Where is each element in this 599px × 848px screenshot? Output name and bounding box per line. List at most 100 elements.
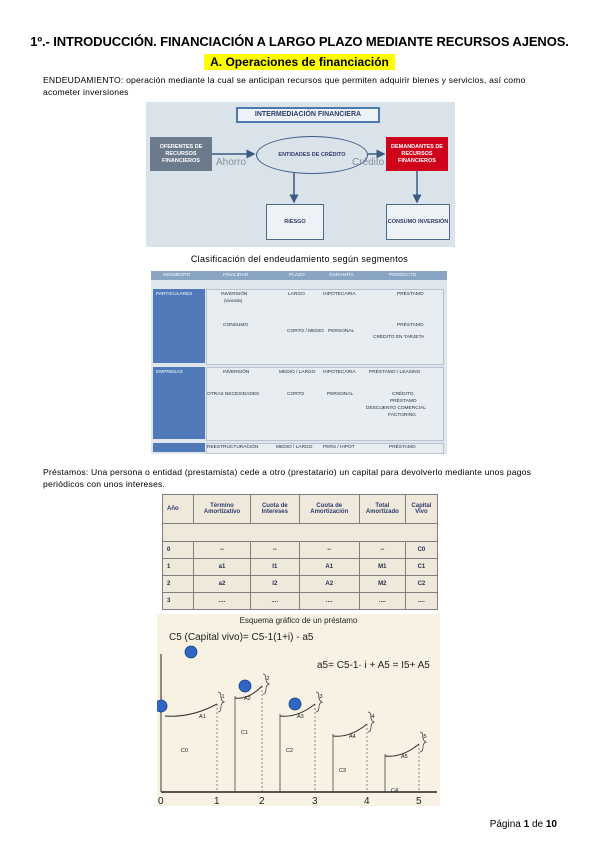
capital-label: C0	[181, 748, 188, 754]
table-row: 3....................	[162, 592, 439, 610]
empresas-panel	[206, 367, 444, 441]
r2-producto-2: CRÉDITO EN TARJETA	[373, 335, 425, 340]
intro-term: ENDEUDAMIENTO:	[43, 75, 124, 85]
x-tick-label: 0	[158, 796, 164, 806]
r4-producto-3: DESCUENTO COMERCIAL	[366, 406, 426, 411]
cell: M2	[358, 575, 406, 593]
intro-paragraph: ENDEUDAMIENTO: operación mediante la cua…	[43, 74, 563, 98]
cell: I1	[249, 558, 300, 576]
r4-producto-2: PRÉSTAMO	[390, 399, 417, 404]
r2-plazo: CORTO / MEDIO	[287, 329, 324, 334]
payment-circle	[288, 697, 302, 711]
segment-table-header: SEGMENTO FINALIDAD PLAZO GARANTÍA PRODUC…	[151, 271, 447, 280]
oferentes-box: OFERENTES DE RECURSOS FINANCIEROS	[150, 137, 212, 171]
segment-particulares: PARTICULARES	[153, 289, 205, 363]
cell: --	[249, 541, 300, 559]
interest-brace	[419, 731, 428, 753]
intermediation-diagram: INTERMEDIACIÓN FINANCIERA OFERENTES DE R…	[146, 102, 455, 247]
cell: A1	[298, 558, 360, 576]
prestamos-term: Préstamos:	[43, 467, 89, 477]
reestructuracion-panel	[206, 443, 444, 454]
footer-page: 1	[523, 819, 530, 830]
header-finalidad: FINALIDAD	[223, 273, 249, 278]
header-plazo: PLAZO	[289, 273, 305, 278]
interest-label: I3	[318, 694, 323, 700]
section-heading-wrap: A. Operaciones de financiación	[0, 53, 599, 71]
amortization-label: A5	[401, 754, 408, 760]
header-amortizacion: Cuota de Amortización	[298, 494, 360, 524]
x-tick-label: 2	[259, 796, 265, 806]
header-termino: Término Amortizativo	[193, 494, 251, 524]
amortization-header-row: Año Término Amortizativo Cuota de Intere…	[162, 494, 439, 524]
intro-text: operación mediante la cual se anticipan …	[43, 75, 526, 97]
entidades-ellipse: ENTIDADES DE CRÉDITO	[256, 136, 368, 174]
r2-finalidad: CONSUMO	[223, 323, 249, 328]
segment-caption: Clasificación del endeudamiento según se…	[190, 254, 409, 264]
r1-finalidad: INVERSIÓN	[221, 292, 248, 297]
interest-curve	[384, 743, 420, 757]
capital-label: C2	[286, 748, 293, 754]
header-garantia: GARANTÍA	[329, 273, 354, 278]
footer-total: 10	[545, 819, 557, 830]
prestamos-text: Una persona o entidad (prestamista) cede…	[43, 467, 532, 489]
r5-producto: PRÉSTAMO	[389, 445, 416, 450]
r3-finalidad: INVERSIÓN	[223, 370, 250, 375]
x-tick-label: 1	[214, 796, 220, 806]
r4-producto: CRÉDITO	[392, 392, 414, 397]
ahorro-label: Ahorro	[216, 157, 247, 168]
credito-label: Crédito	[352, 157, 385, 168]
loan-formula-1: C5 (Capital vivo)= C5-1(1+i) - a5	[169, 632, 314, 643]
section-heading: A. Operaciones de financiación	[204, 54, 395, 70]
footer-mid: de	[529, 819, 546, 830]
r3-plazo: MEDIO / LARGO	[279, 370, 316, 375]
consumo-box: CONSUMO INVERSIÓN	[386, 204, 450, 240]
capital-label: C1	[241, 730, 248, 736]
x-tick-label: 5	[416, 796, 422, 806]
demandantes-box: DEMANDANTES DE RECURSOS FINANCIEROS	[386, 137, 448, 171]
r4-garantia: PERSONAL	[327, 392, 354, 397]
r4-finalidad: OTRAS NECESIDADES	[207, 392, 260, 397]
header-ano: Año	[162, 494, 194, 524]
segment-reestructuracion	[153, 443, 205, 452]
interest-brace	[315, 691, 324, 713]
r5-plazo: MEDIO / LARGO	[276, 445, 313, 450]
table-row	[162, 523, 438, 542]
amortization-label: A2	[244, 696, 251, 702]
amortization-label: A1	[199, 714, 206, 720]
r1-garantia: HIPOTECARIA	[323, 292, 356, 297]
interest-curve	[164, 703, 218, 717]
header-segmento: SEGMENTO	[163, 273, 191, 278]
cell: A2	[298, 575, 360, 593]
cell: ....	[358, 592, 406, 610]
diagram-arrows	[212, 149, 422, 204]
particulares-panel	[206, 289, 444, 365]
header-capital: Capital Vivo	[404, 494, 439, 524]
cell: ....	[404, 592, 439, 610]
cell: C1	[404, 558, 439, 576]
page-title: 1º.- INTRODUCCIÓN. FINANCIACIÓN A LARGO …	[30, 34, 569, 49]
cell: 1	[162, 558, 194, 576]
interest-brace	[367, 711, 376, 733]
interest-label: I2	[265, 676, 270, 682]
riesgo-box: RIESGO	[266, 204, 324, 240]
interest-label: I4	[370, 714, 375, 720]
interest-brace	[262, 673, 271, 695]
x-tick-label: 3	[312, 796, 318, 806]
capital-label: C3	[339, 768, 346, 774]
diagram-header: INTERMEDIACIÓN FINANCIERA	[236, 107, 380, 123]
r3-producto: PRÉSTAMO / LEASING	[369, 370, 421, 375]
interest-curve	[279, 703, 316, 717]
cell: C0	[404, 541, 439, 559]
r1-finalidad-sub: (vivienda)	[224, 298, 243, 303]
r1-plazo: LARGO	[288, 292, 305, 297]
cell: M1	[358, 558, 406, 576]
cell: --	[298, 541, 360, 559]
interest-curve	[234, 685, 263, 699]
cell: C2	[404, 575, 439, 593]
header-producto: PRODUCTO	[389, 273, 417, 278]
capital-label: C4	[391, 788, 398, 794]
interest-curve	[332, 723, 368, 737]
